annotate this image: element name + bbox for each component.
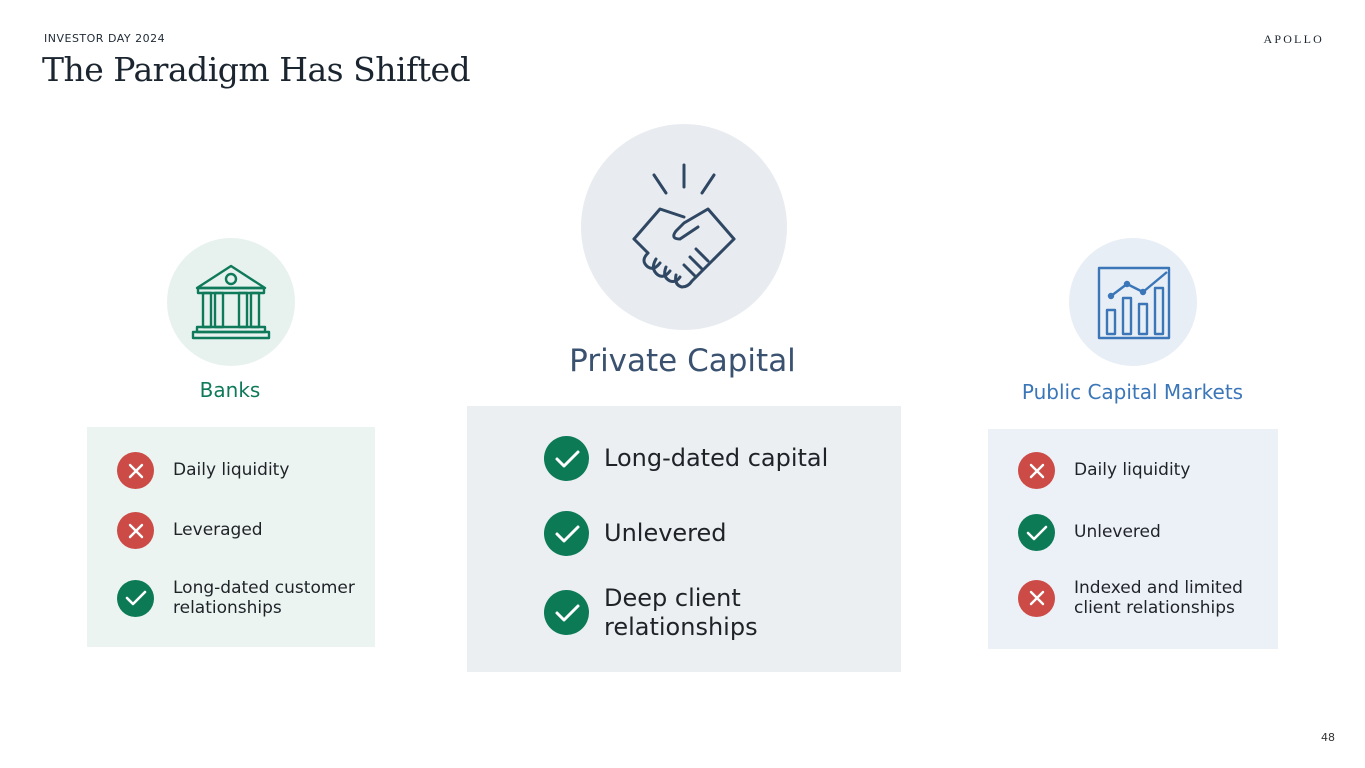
page-title: The Paradigm Has Shifted bbox=[42, 50, 471, 89]
banks-item: Long-dated customer relationships bbox=[117, 578, 367, 619]
private-capital-item: Deep client relationships bbox=[544, 584, 884, 642]
handshake-icon bbox=[632, 163, 736, 289]
public-markets-item: Indexed and limited client relationships bbox=[1018, 578, 1268, 619]
cross-icon bbox=[1018, 579, 1055, 617]
page-number: 48 bbox=[1321, 731, 1335, 744]
bank-building-icon bbox=[191, 264, 271, 340]
banks-item-text: Leveraged bbox=[173, 520, 263, 541]
private-capital-item-text: Unlevered bbox=[604, 519, 727, 548]
check-icon bbox=[1018, 514, 1055, 551]
banks-item: Leveraged bbox=[117, 512, 367, 549]
private-capital-box bbox=[467, 406, 901, 672]
eyebrow-label: INVESTOR DAY 2024 bbox=[44, 32, 166, 45]
check-icon bbox=[544, 511, 589, 556]
apollo-logo: APOLLO bbox=[1263, 32, 1324, 46]
public-markets-icon-circle bbox=[1069, 238, 1197, 366]
public-markets-item-text: Daily liquidity bbox=[1074, 460, 1191, 481]
public-markets-item: Daily liquidity bbox=[1018, 452, 1268, 489]
banks-item-text: Long-dated customer relationships bbox=[173, 578, 355, 619]
public-markets-item-text: Unlevered bbox=[1074, 522, 1161, 543]
banks-item-text: Daily liquidity bbox=[173, 460, 290, 481]
cross-icon bbox=[1018, 452, 1055, 489]
bar-line-chart-icon bbox=[1097, 266, 1171, 340]
private-capital-item: Long-dated capital bbox=[544, 436, 884, 481]
check-icon bbox=[117, 579, 154, 617]
public-markets-item-text: Indexed and limited client relationships bbox=[1074, 578, 1243, 619]
banks-item: Daily liquidity bbox=[117, 452, 367, 489]
banks-icon-circle bbox=[167, 238, 295, 366]
public-markets-item: Unlevered bbox=[1018, 514, 1268, 551]
check-icon bbox=[544, 436, 589, 481]
cross-icon bbox=[117, 452, 154, 489]
check-icon bbox=[544, 590, 589, 636]
banks-title: Banks bbox=[199, 378, 261, 402]
private-capital-icon-circle bbox=[581, 124, 787, 330]
private-capital-item-text: Long-dated capital bbox=[604, 444, 829, 473]
private-capital-title: Private Capital bbox=[569, 343, 796, 379]
cross-icon bbox=[117, 512, 154, 549]
private-capital-item: Unlevered bbox=[544, 511, 884, 556]
public-markets-title: Public Capital Markets bbox=[1021, 380, 1244, 404]
private-capital-item-text: Deep client relationships bbox=[604, 584, 758, 641]
